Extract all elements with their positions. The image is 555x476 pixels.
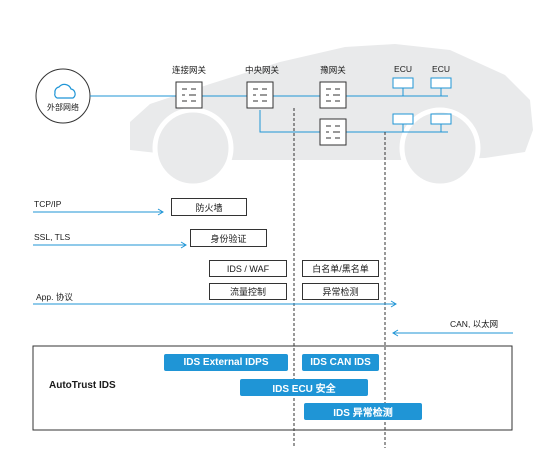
protocol-label-ssl: SSL, TLS (34, 232, 71, 242)
ecu-box-2 (430, 77, 452, 89)
external-network-label: 外部网络 (47, 103, 79, 112)
ecu-box-4 (430, 113, 452, 125)
arrow-ssl (33, 241, 187, 249)
gateway-box-domain (319, 81, 347, 109)
ids-ecu-security-badge: IDS ECU 安全 (240, 379, 368, 396)
gateway-box-lower (319, 118, 347, 146)
cloud-icon (54, 83, 76, 99)
protocol-label-app: App. 协议 (36, 292, 73, 302)
auth-box: 身份验证 (190, 229, 267, 247)
ids-external-idps-badge: IDS External IDPS (164, 354, 288, 371)
ecu-box-1 (392, 77, 414, 89)
anomaly-box: 异常检测 (302, 283, 379, 300)
flow-control-box: 流量控制 (209, 283, 287, 300)
ids-waf-box: IDS / WAF (209, 260, 287, 277)
arrow-app (33, 300, 397, 308)
ecu-label-1: ECU (394, 64, 412, 74)
autotrust-title: AutoTrust IDS (49, 380, 116, 391)
protocol-label-tcpip: TCP/IP (34, 199, 62, 209)
rear-wheel-inner (413, 121, 467, 175)
autotrust-frame (32, 345, 513, 431)
firewall-box: 防火墙 (171, 198, 247, 216)
ecu-box-3 (392, 113, 414, 125)
ecu-label-2: ECU (432, 64, 450, 74)
gateway-label-central: 中央网关 (244, 65, 280, 75)
gateway-box-central (246, 81, 274, 109)
whitelist-box: 白名单/黑名单 (302, 260, 379, 277)
arrow-tcpip (33, 208, 164, 216)
front-wheel-inner (166, 121, 220, 175)
protocol-label-can: CAN, 以太网 (450, 319, 499, 329)
arrow-can (392, 329, 513, 337)
gateway-box-connect (175, 81, 203, 109)
gateway-label-connect: 连接网关 (171, 65, 207, 75)
gateway-label-domain: 豫网关 (320, 65, 346, 75)
ids-anomaly-badge: IDS 异常检测 (304, 403, 422, 420)
ids-can-badge: IDS CAN IDS (302, 354, 379, 371)
external-network-circle (35, 68, 91, 124)
